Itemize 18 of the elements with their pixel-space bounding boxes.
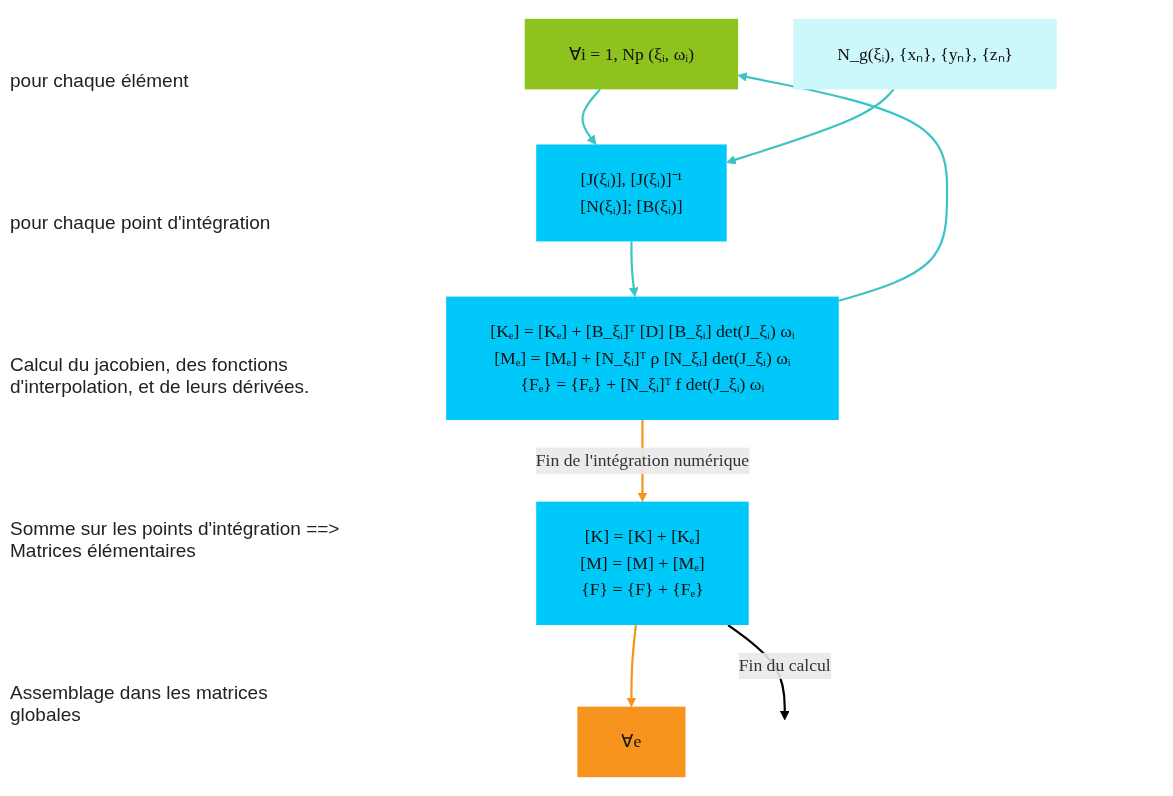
row-note: Assemblage dans les matrices globales <box>10 682 269 726</box>
arrow <box>737 72 949 302</box>
arrow <box>628 241 639 298</box>
node-box: [K] = [K] + [Kₑ] [M] = [M] + [Mₑ] {F} = {F} + {Fₑ} <box>536 501 749 626</box>
row-note: pour chaque élément <box>10 70 190 92</box>
row-note: pour chaque point d'intégration <box>10 212 272 234</box>
node-box: N_g(ξᵢ), {xₙ}, {yₙ}, {zₙ} <box>793 18 1057 90</box>
edge-label: Fin de l'intégration numérique <box>535 450 750 470</box>
row-note: Calcul du jacobien, des fonctions d'interpolation, et de leurs dérivées. <box>10 354 311 398</box>
node-box: [Kₑ] = [Kₑ] + [B_ξᵢ]ᵀ [D] [B_ξᵢ] det(J_ξᵢ) ωᵢ [Mₑ] = [Mₑ] + [N_ξᵢ]ᵀ ρ [N_ξᵢ] det(J_ξᵢ) ωᵢ {Fₑ} = {Fₑ} + [N_ξᵢ]ᵀ f det(J_ξᵢ) ωᵢ <box>446 296 839 421</box>
arrow <box>581 88 601 145</box>
edge-label: Fin du calcul <box>738 655 831 675</box>
arrow <box>726 88 895 165</box>
node-box: ∀i = 1, Np (ξᵢ, ωᵢ) <box>524 18 739 90</box>
row-note: Somme sur les points d'intégration ==> Matrices élémentaires <box>10 518 340 562</box>
arrow <box>626 624 637 708</box>
node-box: ∀e <box>577 706 686 778</box>
node-box: [J(ξᵢ)], [J(ξᵢ)]⁻¹ [N(ξᵢ)]; [B(ξᵢ)] <box>536 144 727 242</box>
